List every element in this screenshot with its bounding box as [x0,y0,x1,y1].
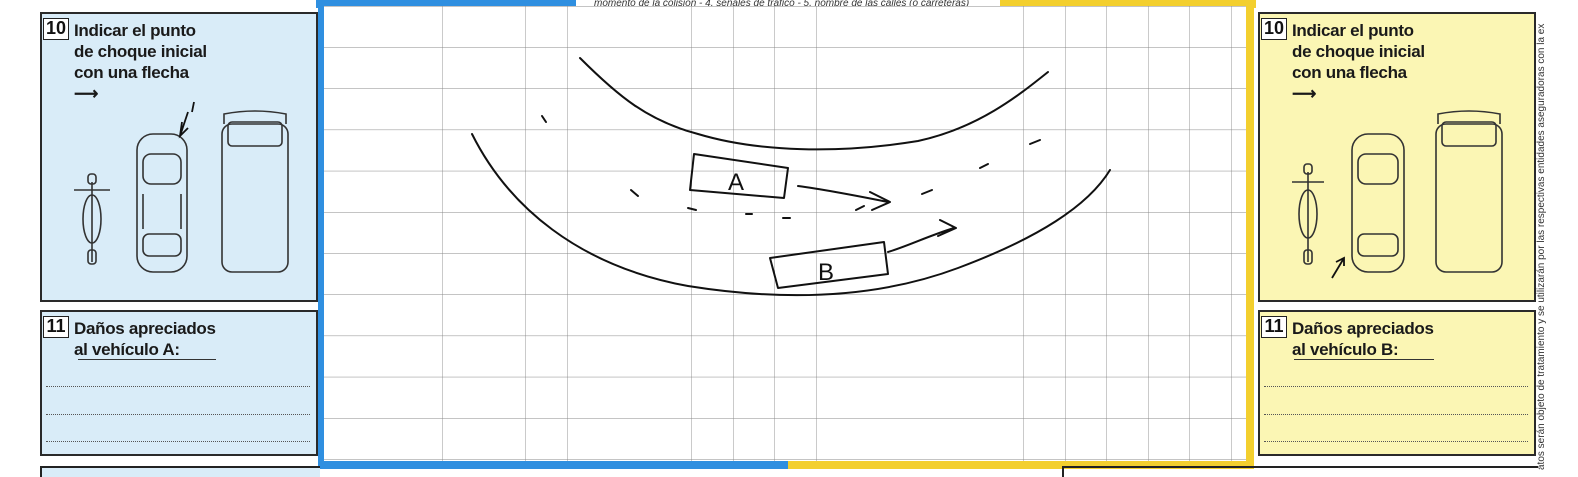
car-a-sketch [689,153,789,199]
damage-line[interactable] [1264,414,1528,415]
motorcycle-icon [74,173,110,265]
bottom-box-b [1062,466,1538,477]
center-dash [855,205,865,211]
car-b-sketch [769,241,889,289]
blue-top-bar [316,0,576,8]
section-number: 10 [43,18,69,40]
center-dash [687,207,697,211]
car-b-arrow [887,219,957,253]
impact-point-panel-a: 10 Indicar el punto de choque inicial co… [40,12,318,302]
header-caption: momento de la colisión - 4. señales de t… [594,0,970,9]
blue-bottom-border [318,461,788,469]
car-icon [1331,133,1405,279]
center-dash [541,115,547,123]
impact-point-title: Indicar el punto de choque inicial con u… [1292,21,1425,103]
yellow-bottom-border [788,461,1254,469]
impact-point-panel-b: 10 Indicar el punto de choque inicial co… [1258,12,1536,302]
section-number: 11 [43,316,69,338]
damage-line[interactable] [46,386,310,387]
damage-line[interactable] [1264,386,1528,387]
damage-panel-b: 11 Daños apreciados al vehículo B: [1258,310,1536,456]
car-b-label: B [818,259,834,286]
road-edge-top [579,57,1049,151]
yellow-top-bar [1000,0,1256,8]
section-number: 10 [1261,18,1287,40]
car-a-arrow [797,185,891,211]
car-icon [136,101,195,273]
damage-panel-a: 11 Daños apreciados al vehículo A: [40,310,318,456]
motorcycle-icon [1292,163,1324,265]
accident-sketch-area[interactable]: A B [318,6,1256,469]
section-number: 11 [1261,316,1287,338]
damage-title: Daños apreciados al vehículo B: [1292,319,1434,359]
center-dash [979,163,989,169]
road-edge-bottom [471,133,1111,297]
road-sketch [471,57,1111,297]
vehicle-diagrams-a [74,101,289,273]
damage-title: Daños apreciados al vehículo A: [74,319,216,359]
impact-point-title: Indicar el punto de choque inicial con u… [74,21,207,103]
center-dash [1029,139,1041,145]
title-underline [1294,359,1434,360]
damage-line[interactable] [46,414,310,415]
van-icon [221,110,289,273]
yellow-right-border [1246,6,1254,469]
bottom-box-a [40,466,320,477]
damage-line[interactable] [46,441,310,442]
blue-left-border [318,6,324,469]
side-legal-note: atos serán objeto de tratamiento y se ut… [1536,23,1547,470]
van-icon [1435,110,1503,273]
title-underline [78,359,216,360]
center-dash [921,189,933,195]
damage-line[interactable] [1264,441,1528,442]
center-dash [630,189,639,197]
car-a-label: A [728,169,744,196]
vehicle-diagrams-b [1292,110,1503,279]
